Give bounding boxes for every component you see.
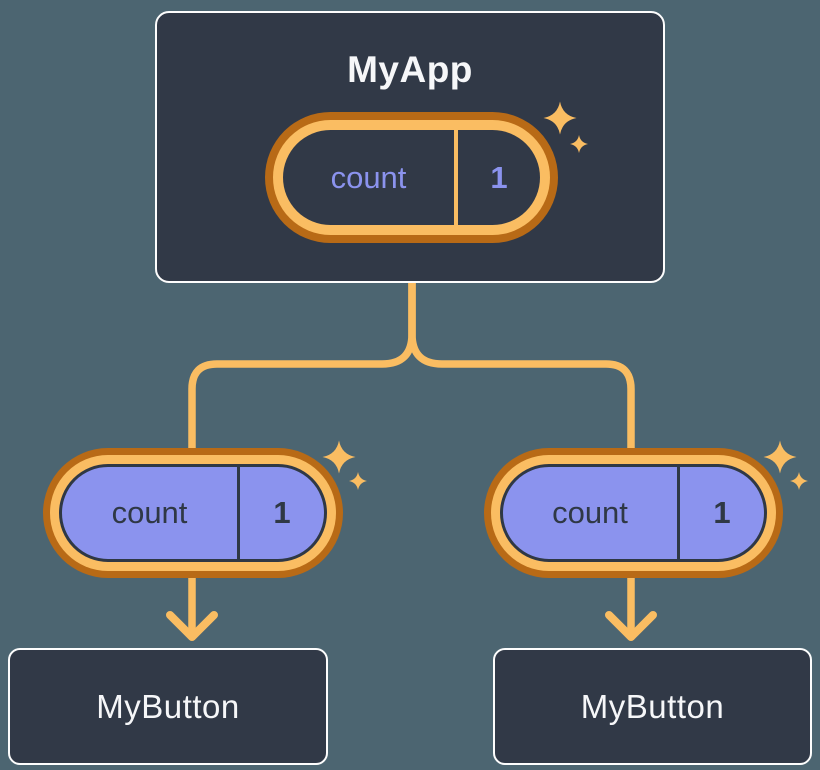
state-key: count bbox=[111, 495, 188, 530]
arrowhead-right-icon bbox=[605, 611, 657, 641]
state-value: 1 bbox=[490, 159, 508, 195]
pill-divider bbox=[237, 467, 240, 559]
component-node-mybutton-left: MyButton bbox=[8, 648, 328, 765]
connector-right-branch bbox=[408, 278, 635, 637]
state-pill-right: count 1 bbox=[484, 448, 783, 578]
state-value: 1 bbox=[713, 495, 731, 530]
sparkle-icon bbox=[763, 440, 808, 490]
sparkle-icon bbox=[543, 101, 588, 153]
state-value: 1 bbox=[273, 495, 291, 530]
state-key: count bbox=[552, 495, 628, 530]
sparkle-icon bbox=[322, 440, 367, 490]
arrowhead-left-icon bbox=[166, 611, 218, 641]
component-label: MyApp bbox=[347, 49, 473, 90]
state-pill-root: count 1 bbox=[265, 112, 558, 243]
state-key: count bbox=[330, 159, 407, 195]
component-node-mybutton-right: MyButton bbox=[493, 648, 812, 765]
component-label: MyButton bbox=[580, 687, 725, 725]
pill-divider bbox=[454, 130, 458, 225]
state-pill-left: count 1 bbox=[43, 448, 343, 578]
pill-divider bbox=[677, 467, 680, 559]
component-label: MyButton bbox=[96, 687, 240, 725]
